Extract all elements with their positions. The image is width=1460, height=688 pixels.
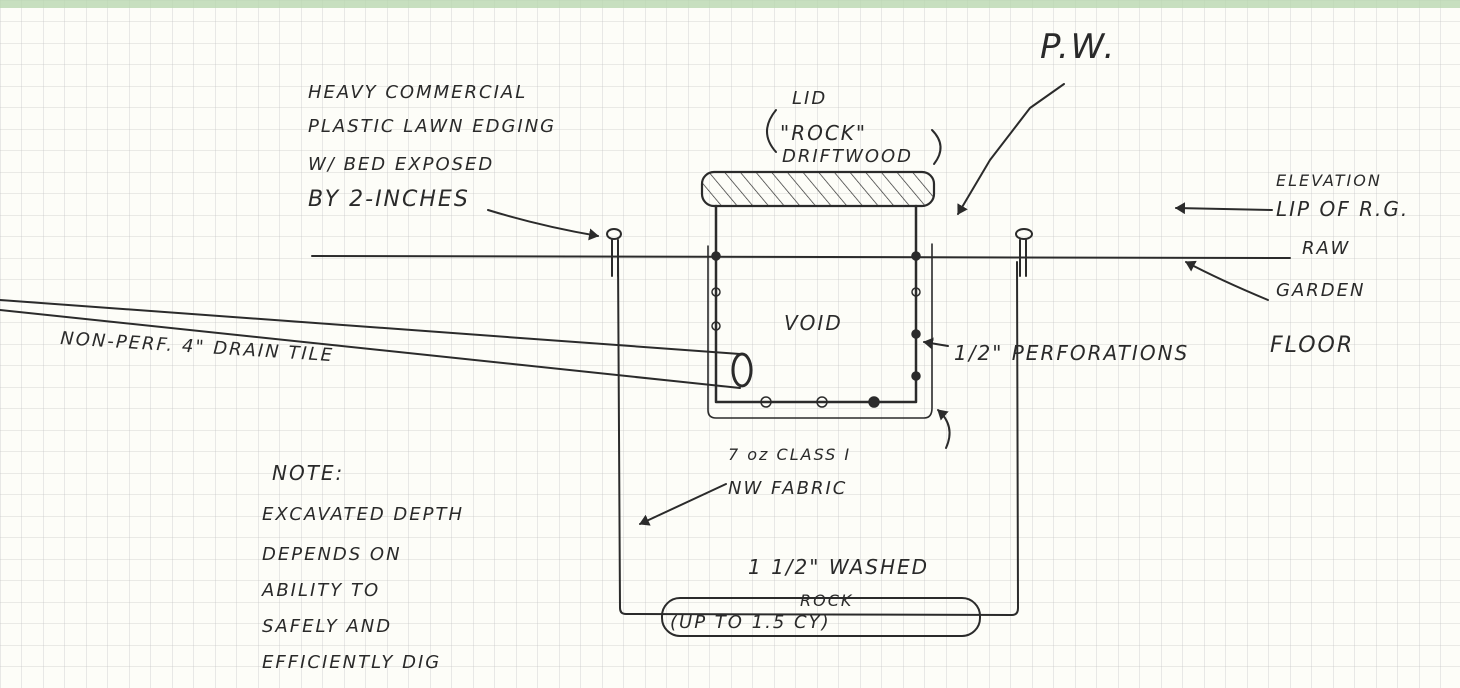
rock-label-1: 1 1/2" WASHED (748, 555, 929, 579)
paw-arrow (957, 83, 1065, 215)
drain-tile (0, 299, 741, 389)
drain-tile-end (731, 352, 753, 388)
raw-garden-arrow (1185, 260, 1269, 301)
edging-arrow (487, 209, 599, 241)
paw-label: P.W. (1040, 27, 1116, 67)
edging-label-3: W/ BED EXPOSED (308, 154, 494, 175)
void-label: VOID (784, 311, 843, 335)
driftwood-lid (700, 170, 936, 208)
top-accent-strip (0, 0, 1460, 8)
edging-label-2: PLASTIC LAWN EDGING (308, 116, 556, 137)
ground-line (311, 255, 1291, 259)
fabric-wrap (707, 243, 933, 419)
lid-rock-label: "ROCK" (780, 121, 867, 145)
edging-label-4: BY 2-INCHES (308, 187, 470, 212)
rock-quantity-bracket (661, 597, 981, 637)
lawn-edging-left (606, 228, 622, 277)
note-label-6: EFFICIENTLY DIG (262, 652, 441, 673)
raw-garden-label-2: GARDEN (1276, 280, 1365, 301)
note-label-2: EXCAVATED DEPTH (262, 504, 464, 525)
lid-bracket-right (931, 129, 942, 165)
perforations-label: 1/2" PERFORATIONS (954, 341, 1189, 365)
note-label-5: SAFELY AND (262, 616, 392, 637)
note-label-4: ABILITY TO (261, 580, 380, 601)
elevation-arrow (1175, 202, 1273, 215)
note-label-3: DEPENDS ON (262, 544, 402, 565)
rock-label-2: ROCK (800, 591, 853, 610)
lid-label: LID (792, 88, 827, 109)
raw-garden-label-3: FLOOR (1270, 333, 1354, 358)
fabric-label-1: 7 oz CLASS I (728, 445, 851, 464)
void-vault (714, 204, 918, 404)
excavation-outline (617, 257, 1019, 616)
lid-driftwood-label: DRIFTWOOD (782, 146, 913, 167)
fabric-arrow-up (937, 409, 951, 449)
edging-label-1: HEAVY COMMERCIAL (308, 82, 527, 103)
elevation-label-1: ELEVATION (1276, 171, 1382, 190)
lid-bracket-left (766, 109, 777, 153)
fabric-arrow-left (639, 483, 727, 526)
elevation-label-2: LIP OF R.G. (1276, 197, 1409, 221)
rock-label-3: (UP TO 1.5 CY) (670, 612, 831, 633)
note-label-1: NOTE: (272, 461, 344, 485)
perforation-holes (711, 251, 921, 408)
perforations-arrow (923, 337, 949, 350)
raw-garden-label-1: RAW (1302, 238, 1350, 259)
lawn-edging-right (1015, 228, 1033, 277)
fabric-label-2: NW FABRIC (728, 478, 847, 499)
